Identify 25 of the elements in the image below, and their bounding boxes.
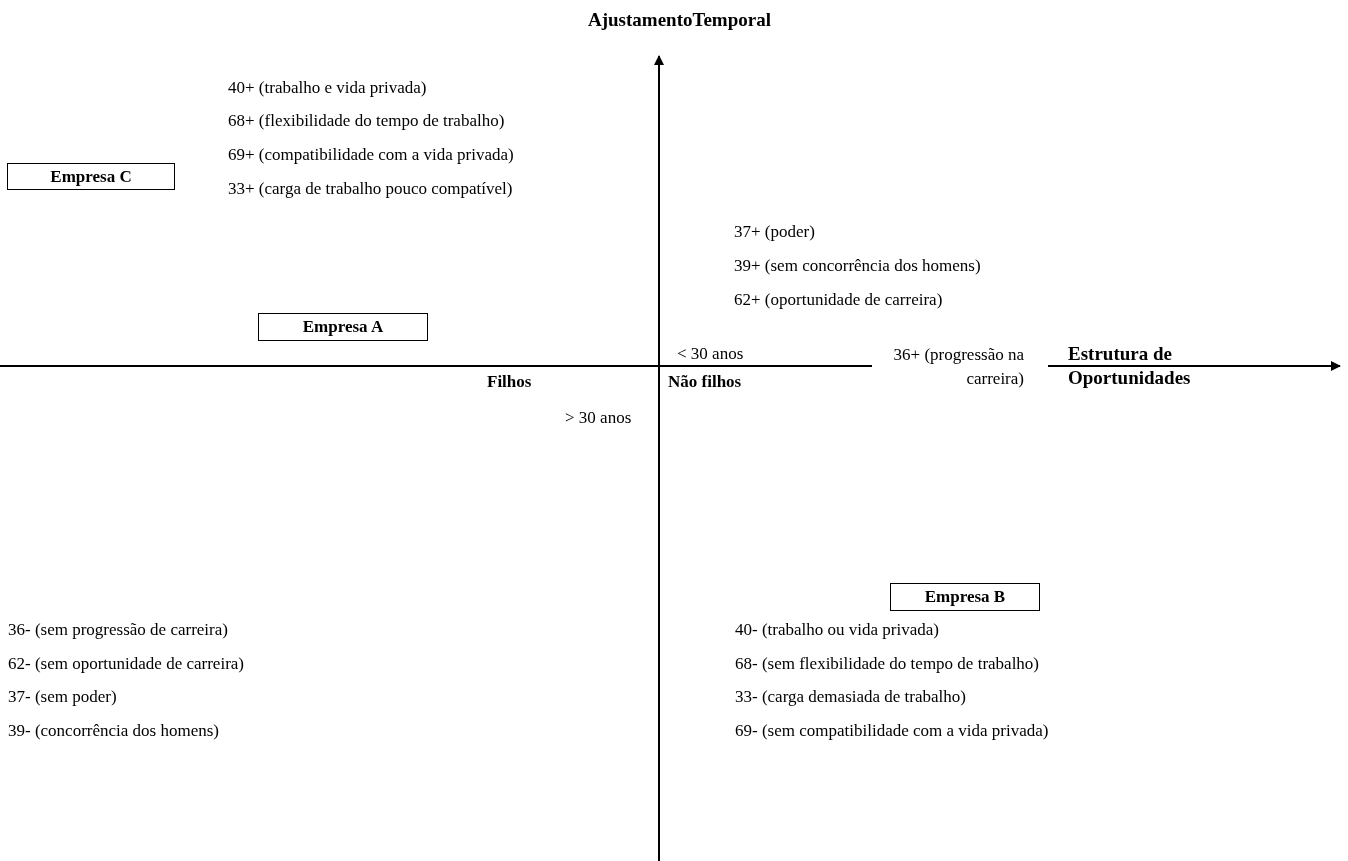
factor-label: 69+ (compatibilidade com a vida privada) — [228, 144, 514, 166]
factor-label: 36+ (progressão na carreira) — [892, 344, 1024, 390]
axis-title: Estrutura de Oportunidades — [1068, 342, 1192, 390]
factor-label: 40- (trabalho ou vida privada) — [735, 619, 939, 641]
factor-label: 40+ (trabalho e vida privada) — [228, 77, 427, 99]
axis-title: AjustamentoTemporal — [588, 8, 771, 32]
factor-label: 62- (sem oportunidade de carreira) — [8, 653, 244, 675]
factor-label: 68- (sem flexibilidade do tempo de trabalho) — [735, 653, 1040, 675]
factor-label: 69- (sem compatibilidade com a vida privada) — [735, 720, 1049, 742]
factor-label: 37+ (poder) — [734, 221, 815, 243]
factor-label: 33- (carga demasiada de trabalho) — [735, 686, 966, 708]
age-label: > 30 anos — [565, 407, 632, 429]
factor-label: 39- (concorrência dos homens) — [8, 720, 219, 742]
group-label: Filhos — [487, 371, 532, 393]
factor-label: 37- (sem poder) — [8, 686, 117, 708]
group-label: Não filhos — [668, 371, 742, 393]
company-box: Empresa C — [7, 163, 175, 190]
factor-label: 62+ (oportunidade de carreira) — [734, 289, 943, 311]
company-box: Empresa B — [890, 583, 1040, 611]
factor-label: 68+ (flexibilidade do tempo de trabalho) — [228, 110, 505, 132]
age-label: < 30 anos — [677, 343, 744, 365]
factor-label: 39+ (sem concorrência dos homens) — [734, 255, 981, 277]
factor-label: 33+ (carga de trabalho pouco compatível) — [228, 178, 513, 200]
factor-label: 36- (sem progressão de carreira) — [8, 619, 228, 641]
company-box: Empresa A — [258, 313, 428, 341]
